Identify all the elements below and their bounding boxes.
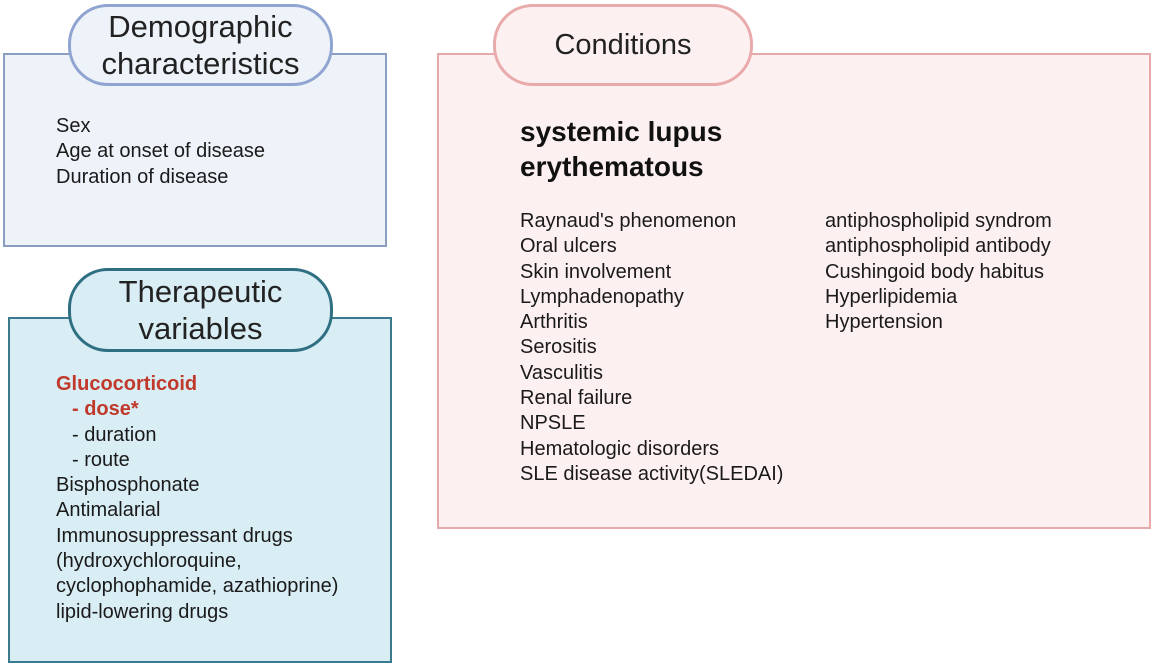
demographic-item: Sex [56,115,91,137]
therapeutic-item-duration: - duration [72,423,157,446]
condition-item: Hematologic disorders [520,437,719,460]
conditions-heading: systemic lupus erythematous [520,114,722,184]
condition-item: Vasculitis [520,361,603,384]
conditions-heading-line2: erythematous [520,151,704,182]
therapeutic-item: cyclophophamide, azathioprine) [56,575,339,598]
condition-item: Renal failure [520,387,633,410]
therapeutic-item: Antimalarial [56,499,161,522]
condition-item: Serositis [520,336,597,359]
therapeutic-title-line2: variables [138,311,263,346]
therapeutic-panel [8,317,392,663]
condition-item: NPSLE [520,412,586,435]
therapeutic-item: (hydroxychloroquine, [56,550,242,573]
conditions-column-1: Raynaud's phenomenon Oral ulcers Skin in… [520,209,783,487]
therapeutic-item: Immunosuppressant drugs [56,524,293,547]
demographic-title-line1: Demographic [108,8,293,44]
conditions-heading-line1: systemic lupus [520,116,723,147]
therapeutic-item-dose: - dose* [72,398,139,421]
condition-item: SLE disease activity(SLEDAI) [520,462,784,485]
condition-item: Skin involvement [520,260,672,283]
conditions-title-text: Conditions [554,28,692,61]
therapeutic-title: Therapeutic variables [68,268,333,352]
demographic-list: Sex Age at onset of disease Duration of … [56,114,265,190]
demographic-item: Duration of disease [56,165,229,188]
conditions-column-2: antiphospholipid syndrom antiphospholipi… [825,209,1052,335]
demographic-title: Demographic characteristics [68,4,333,86]
demographic-title-line2: characteristics [101,46,300,81]
condition-item: Raynaud's phenomenon [520,210,737,232]
condition-item: Hypertension [825,311,943,334]
conditions-panel [437,53,1151,529]
conditions-title: Conditions [493,4,753,86]
condition-item: Arthritis [520,311,588,334]
therapeutic-title-line1: Therapeutic [118,273,283,309]
condition-item: Oral ulcers [520,235,617,258]
condition-item: Hyperlipidemia [825,285,958,308]
therapeutic-list: Glucocorticoid - dose* - duration - rout… [56,372,338,625]
condition-item: antiphospholipid syndrom [825,210,1052,232]
condition-item: antiphospholipid antibody [825,235,1051,258]
therapeutic-item-route: - route [72,448,130,471]
condition-item: Lymphadenopathy [520,285,684,308]
condition-item: Cushingoid body habitus [825,260,1045,283]
therapeutic-item: Bisphosphonate [56,474,200,497]
therapeutic-item: lipid-lowering drugs [56,600,229,623]
therapeutic-item-glucocorticoid: Glucocorticoid [56,373,198,395]
demographic-item: Age at onset of disease [56,140,266,163]
